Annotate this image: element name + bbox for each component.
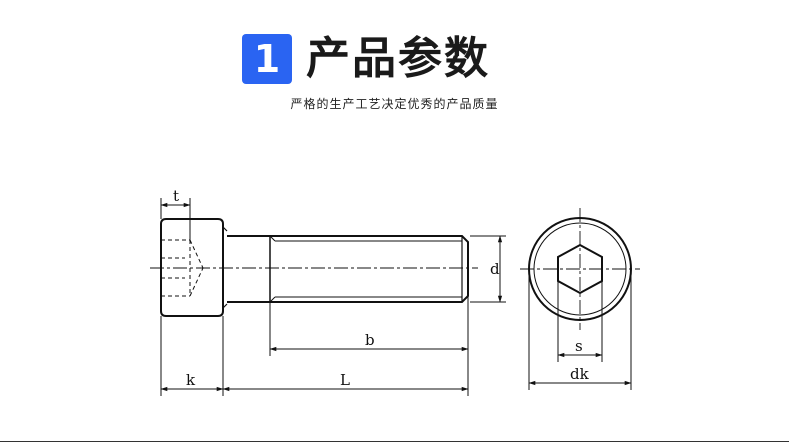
- section-number-badge: 1: [242, 34, 292, 84]
- screw-head-outline: [160, 218, 224, 317]
- dimension-label-L: L: [340, 371, 350, 389]
- dimension-s: [557, 281, 603, 362]
- dimension-label-b: b: [365, 331, 375, 349]
- thread-runout: [269, 235, 276, 242]
- head-chamfer-line: [222, 226, 228, 232]
- dimension-L: [222, 356, 469, 396]
- thread-runout: [269, 296, 276, 303]
- screw-shank-outline: [227, 235, 469, 303]
- bottom-divider: [0, 441, 789, 442]
- dimension-label-k: k: [186, 371, 196, 389]
- dimension-label-s: s: [575, 337, 583, 355]
- dimension-label-d: d: [490, 260, 500, 278]
- dimension-label-t: t: [173, 187, 179, 205]
- hex-socket: [557, 243, 603, 295]
- screw-side-view: [150, 218, 478, 317]
- dimension-label-dk: dk: [570, 365, 590, 383]
- screw-end-view: [520, 208, 640, 330]
- dimension-b: [269, 296, 469, 356]
- section-subtitle: 严格的生产工艺决定优秀的产品质量: [290, 97, 499, 111]
- section-title: 产品参数: [306, 33, 490, 84]
- dimension-dk: [528, 269, 632, 390]
- head-chamfer-line: [222, 303, 228, 309]
- dimension-t: [160, 198, 191, 240]
- section-header: 1 产品参数 严格的生产工艺决定优秀的产品质量: [0, 0, 789, 120]
- dimension-k: [160, 316, 224, 396]
- dimension-d: [470, 235, 506, 303]
